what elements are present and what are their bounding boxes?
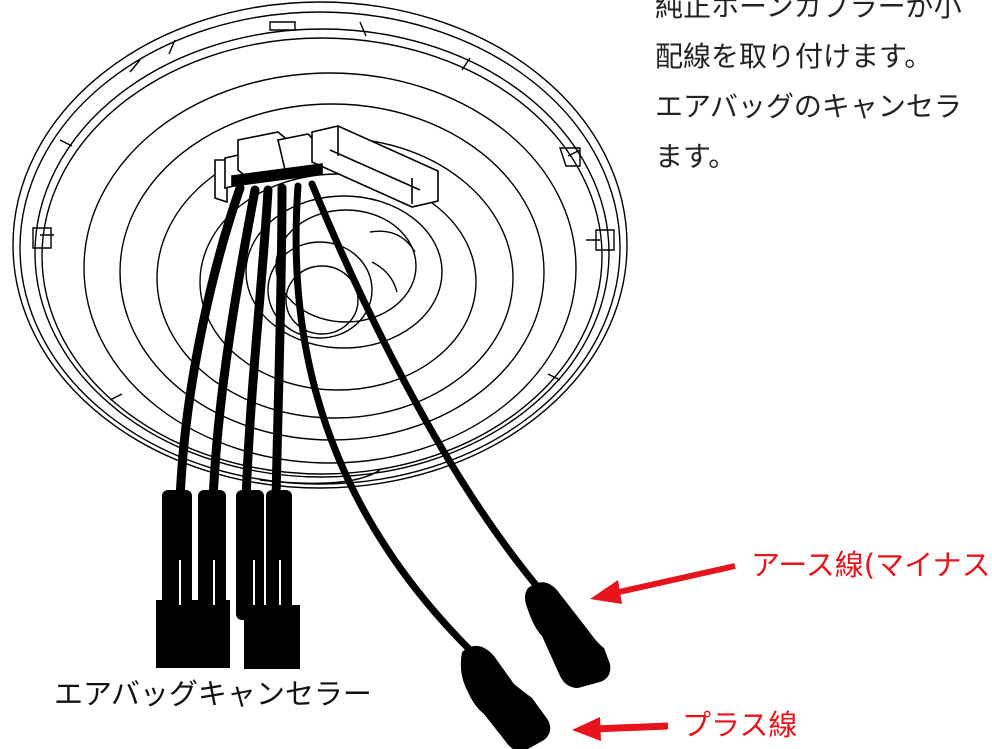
plus-wire-arrow [572, 717, 669, 741]
plus-wire-terminal [460, 646, 551, 749]
instruction-line: 純正ホーンカプラーが小 [655, 0, 962, 23]
instruction-line: ます。 [655, 140, 737, 173]
canceller-wires [175, 183, 287, 505]
ground-wire-label: アース線(マイナス) [751, 548, 992, 582]
instruction-line: 配線を取り付けます。 [655, 40, 933, 73]
ground-wire-terminal [525, 582, 611, 688]
horn-coupler-connector [214, 125, 439, 208]
plus-wire-label: プラス線 [682, 708, 798, 742]
airbag-canceller-label: エアバッグキャンセラー [54, 677, 372, 711]
instruction-line: エアバッグのキャンセラ [655, 90, 962, 123]
ground-and-plus-wires [292, 180, 544, 654]
canceller-connectors [156, 490, 300, 669]
ground-wire-arrow [590, 563, 736, 604]
steering-hub-base [12, 1, 628, 489]
instruction-text: 純正ホーンカプラーが小 配線を取り付けます。 エアバッグのキャンセラ ます。 [655, 0, 992, 182]
